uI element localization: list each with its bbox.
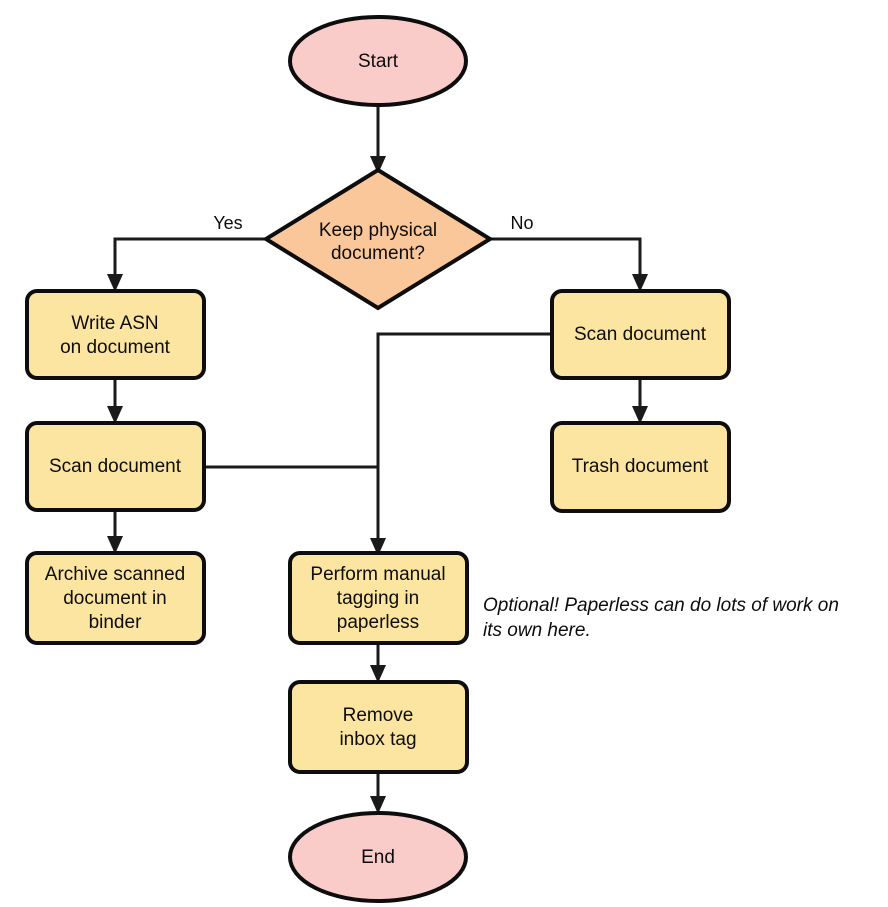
scan-document-right-label: Scan document [574,324,707,345]
edge-scan-right-to-manual-tagging [370,332,552,556]
start-ellipse[interactable] [288,15,468,107]
node-archive-scanned-document[interactable]: Archive scanned document in binder [25,551,206,645]
remove-inbox-tag-box[interactable] [288,680,469,774]
node-start[interactable]: Start [288,15,468,107]
edge-manual-tagging-to-remove-inbox [370,643,386,683]
edge-decision-no-to-scan-right [490,237,648,292]
start-label: Start [358,51,399,72]
remove-inbox-label-line2: inbox tag [339,729,416,750]
edge-label-yes: Yes [213,213,242,233]
edge-remove-inbox-to-end [370,772,386,814]
remove-inbox-label-line1: Remove [343,705,414,726]
node-write-asn[interactable]: Write ASN on document [25,289,206,380]
archive-label-line1: Archive scanned [45,564,185,585]
archive-label-line3: binder [89,612,142,633]
node-decision-keep-physical-document[interactable]: Keep physical document? [262,167,494,311]
edge-scan-right-to-trash [632,378,648,424]
manual-tagging-box[interactable] [288,551,469,645]
write-asn-label-line1: Write ASN [71,313,158,334]
end-label: End [361,847,395,868]
decision-label-line2: document? [331,243,425,264]
manual-tagging-label-line3: paperless [337,612,419,633]
node-scan-document-left[interactable]: Scan document [25,421,206,512]
note-line1: Optional! Paperless can do lots of work … [483,595,839,616]
scan-document-left-label: Scan document [49,456,182,477]
node-scan-document-right[interactable]: Scan document [550,289,731,380]
scan-document-right-box[interactable] [550,289,731,380]
edge-label-no: No [510,213,533,233]
note-optional-paperless: Optional! Paperless can do lots of work … [483,595,839,641]
node-end[interactable]: End [288,811,468,903]
decision-label-line1: Keep physical [319,220,437,241]
scan-document-left-box[interactable] [25,421,206,512]
edge-decision-yes-to-write-asn [107,237,266,292]
edge-start-to-decision [370,101,386,174]
decision-diamond[interactable] [262,167,494,311]
archive-label-line2: document in [63,588,167,609]
manual-tagging-label-line2: tagging in [337,588,419,609]
edge-write-asn-to-scan-left [107,378,123,424]
node-trash-document[interactable]: Trash document [550,421,731,513]
trash-document-box[interactable] [550,421,731,513]
edge-scan-left-to-archive [107,510,123,554]
trash-document-label: Trash document [572,456,709,477]
archive-box[interactable] [25,551,206,645]
write-asn-box[interactable] [25,289,206,380]
write-asn-label-line2: on document [60,337,171,358]
manual-tagging-label-line1: Perform manual [310,564,445,585]
end-ellipse[interactable] [288,811,468,903]
note-line2: its own here. [483,620,591,641]
node-remove-inbox-tag[interactable]: Remove inbox tag [288,680,469,774]
node-manual-tagging[interactable]: Perform manual tagging in paperless [288,551,469,645]
